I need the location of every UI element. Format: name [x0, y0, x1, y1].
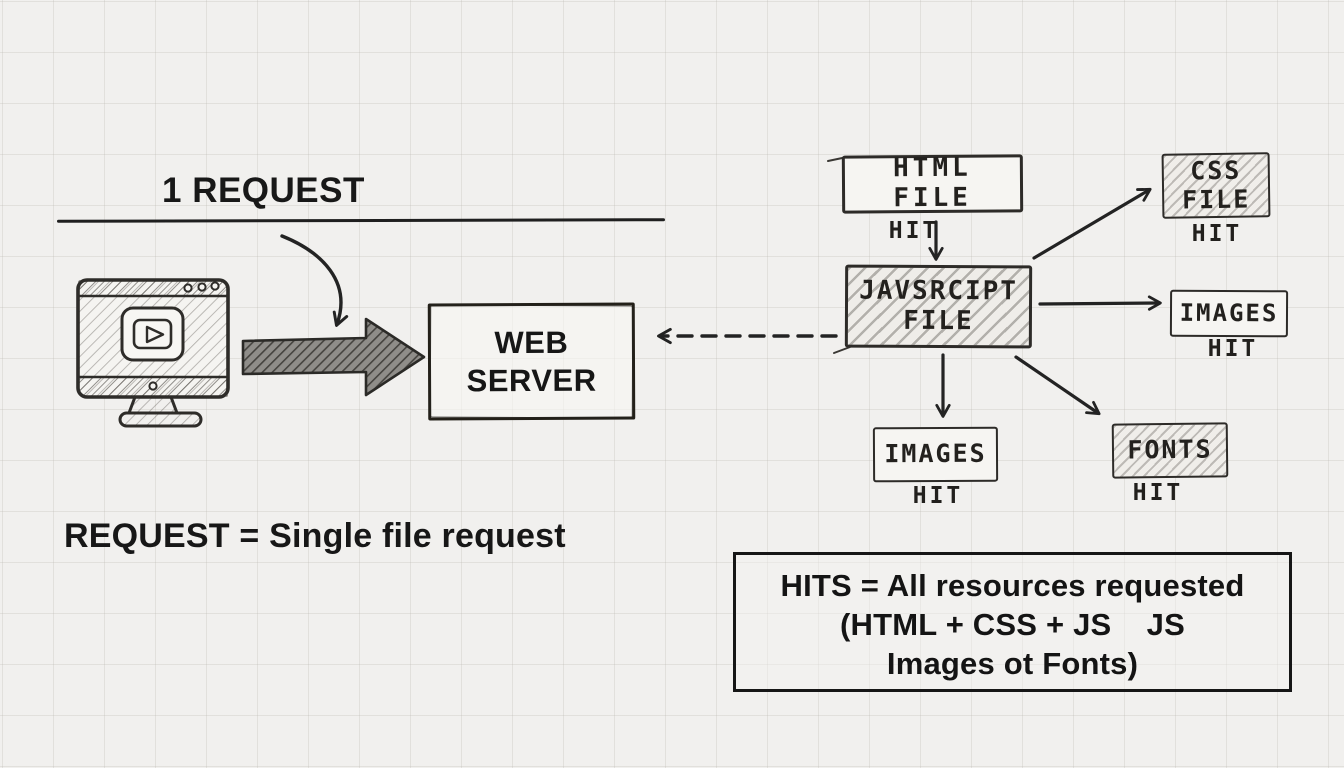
hits-note-line-3: Images ot Fonts) [886, 646, 1139, 681]
images-node-bottom: IMAGES [872, 426, 999, 483]
hit-label-images-right: HIT [1207, 336, 1259, 362]
hits-definition-box: HITS = All resources requested (HTML + C… [733, 552, 1292, 692]
hit-label-css: HIT [1191, 221, 1243, 247]
fonts-label: FONTS [1127, 434, 1213, 465]
css-file-label: CSS FILE [1181, 155, 1251, 214]
javascript-file-label: JAVSRCIPT FILE [859, 275, 1019, 336]
browser-dot-icon [197, 282, 207, 292]
html-file-label: HTML FILE [892, 152, 973, 214]
html-file-node: HTML FILE [841, 152, 1024, 214]
web-server-label: WEB SERVER [466, 324, 597, 398]
one-request-title: 1 REQUEST [162, 171, 365, 210]
css-file-node: CSS FILE [1161, 152, 1271, 219]
images-right-label: IMAGES [1179, 298, 1279, 327]
title-underline [56, 218, 666, 223]
browser-monitor-icon [76, 278, 230, 428]
monitor-stand [127, 395, 179, 415]
hit-label-images-bottom: HIT [912, 483, 964, 509]
fonts-node: FONTS [1111, 422, 1229, 479]
request-annotation-curved-arrow [280, 234, 349, 327]
images-bottom-label: IMAGES [884, 438, 987, 469]
hits-note-line-2: (HTML + CSS + JS JS [840, 607, 1185, 642]
js-to-css-arrow [1032, 187, 1152, 260]
sketch-tick [833, 346, 851, 354]
play-icon [145, 325, 165, 344]
javascript-file-node: JAVSRCIPT FILE [844, 264, 1033, 349]
js-to-images-right-arrow [1038, 295, 1162, 311]
request-thick-arrow [241, 317, 426, 397]
request-definition-caption: REQUEST = Single file request [64, 517, 566, 555]
images-node-right: IMAGES [1169, 289, 1289, 338]
js-to-fonts-arrow [1014, 355, 1101, 416]
hits-note-line-1: HITS = All resources requested [780, 568, 1245, 603]
hit-label-fonts: HIT [1132, 480, 1184, 506]
browser-dot-icon [183, 283, 193, 293]
hit-label-html: HIT [888, 218, 940, 244]
web-server-box: WEB SERVER [427, 302, 636, 421]
browser-dot-icon [210, 281, 220, 291]
